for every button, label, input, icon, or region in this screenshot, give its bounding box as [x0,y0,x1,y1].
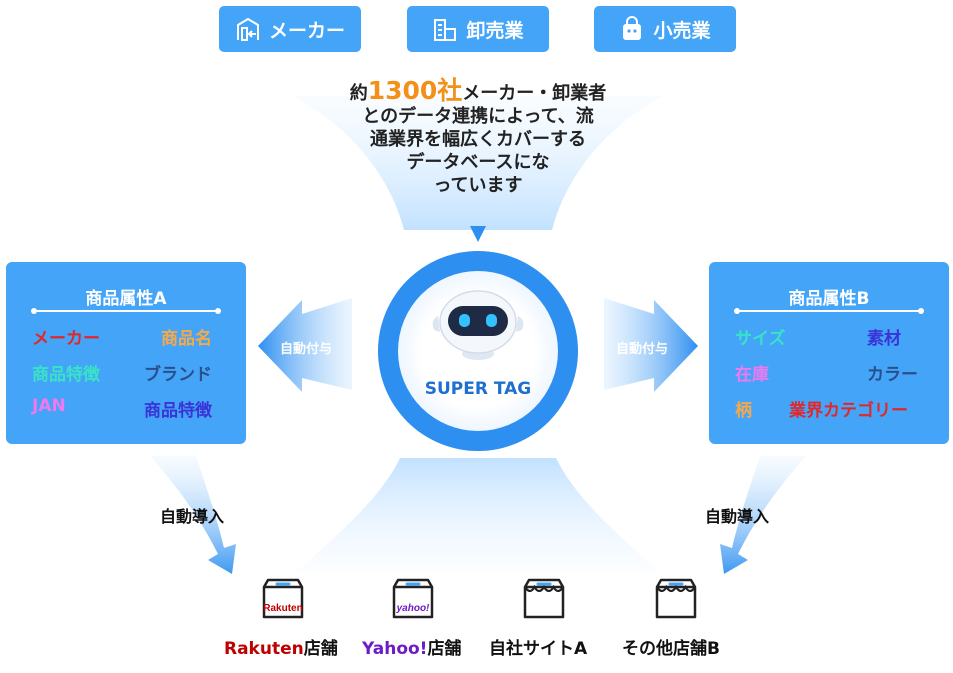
attribute-item: 商品特徴 [144,401,212,421]
store-suffix: 店舗 [427,639,462,659]
shopping-bag-icon [623,16,642,40]
yahoo-logo-text: yahoo! [396,603,430,614]
attribute-item: メーカー [32,329,100,349]
attribute-panel-b: 商品属性B サイズ 素材 在庫 カラー 柄 業界カテゴリー [709,262,949,444]
store-brand: Yahoo! [362,639,428,659]
other-store-icon[interactable] [652,577,700,623]
store-suffix: 自社サイトA [489,639,588,659]
warehouse-icon [434,19,457,41]
store-suffix: 店舗 [303,639,338,659]
rakuten-logo-text: Rakuten [263,603,302,614]
category-label: 小売業 [653,19,711,42]
attribute-item: 素材 [867,329,901,349]
store-name-yahoo[interactable]: Yahoo!店舗 [362,634,461,659]
store-name-other[interactable]: その他店舗B [622,634,720,659]
category-wholesale-button[interactable]: 卸売業 [407,6,549,52]
auto-import-left-label: 自動導入 [160,507,225,526]
attribute-panel-a: 商品属性A メーカー 商品名 商品特徴 ブランド JAN 商品特徴 [6,262,246,444]
intro-line-2: とのデータ連携によって、流 [362,106,594,127]
auto-assign-right-label: 自動付与 [616,342,669,357]
attribute-item: カラー [867,365,918,385]
divider [734,308,924,314]
attribute-panel-title: 商品属性B [788,289,870,309]
auto-assign-left-label: 自動付与 [280,342,333,357]
attribute-panel-title: 商品属性A [85,289,167,309]
store-name-own-site[interactable]: 自社サイトA [489,634,587,659]
rakuten-store-icon[interactable]: Rakuten [259,577,307,623]
intro-suffix: メーカー・卸業者 [462,83,607,104]
attribute-item: サイズ [735,329,786,349]
category-manufacturer-button[interactable]: メーカー [219,6,361,52]
attribute-item: 業界カテゴリー [789,401,908,421]
intro-text: 約1300社メーカー・卸業者 とのデータ連携によって、流 通業界を幅広くカバーす… [278,76,678,197]
auto-import-right-label: 自動導入 [705,507,770,526]
super-tag-label: SUPER TAG [424,379,532,399]
attribute-item: 商品特徴 [32,365,100,385]
attribute-item: 商品名 [161,329,212,349]
intro-prefix: 約 [349,83,368,104]
category-retail-button[interactable]: 小売業 [594,6,736,52]
attribute-item: 在庫 [735,365,769,385]
store-brand: Rakuten [224,639,304,659]
category-label: 卸売業 [466,19,524,42]
intro-line-4: データベースにな [406,152,550,173]
own-site-store-icon[interactable] [520,577,568,623]
attribute-item: ブランド [144,365,212,385]
store-name-rakuten[interactable]: Rakuten店舗 [224,634,338,659]
building-icon [236,17,259,41]
robot-icon [432,290,524,360]
attribute-item: 柄 [735,401,752,421]
category-label: メーカー [268,19,345,42]
intro-line-5: っています [433,175,523,196]
divider [31,308,221,314]
intro-line-3: 通業界を幅広くカバーする [370,129,586,150]
attribute-item: JAN [32,396,66,416]
intro-line-1: 約1300社メーカー・卸業者 [278,76,678,105]
yahoo-store-icon[interactable]: yahoo! [389,577,437,623]
store-suffix: その他店舗B [622,639,720,659]
intro-number: 1300社 [367,76,463,105]
